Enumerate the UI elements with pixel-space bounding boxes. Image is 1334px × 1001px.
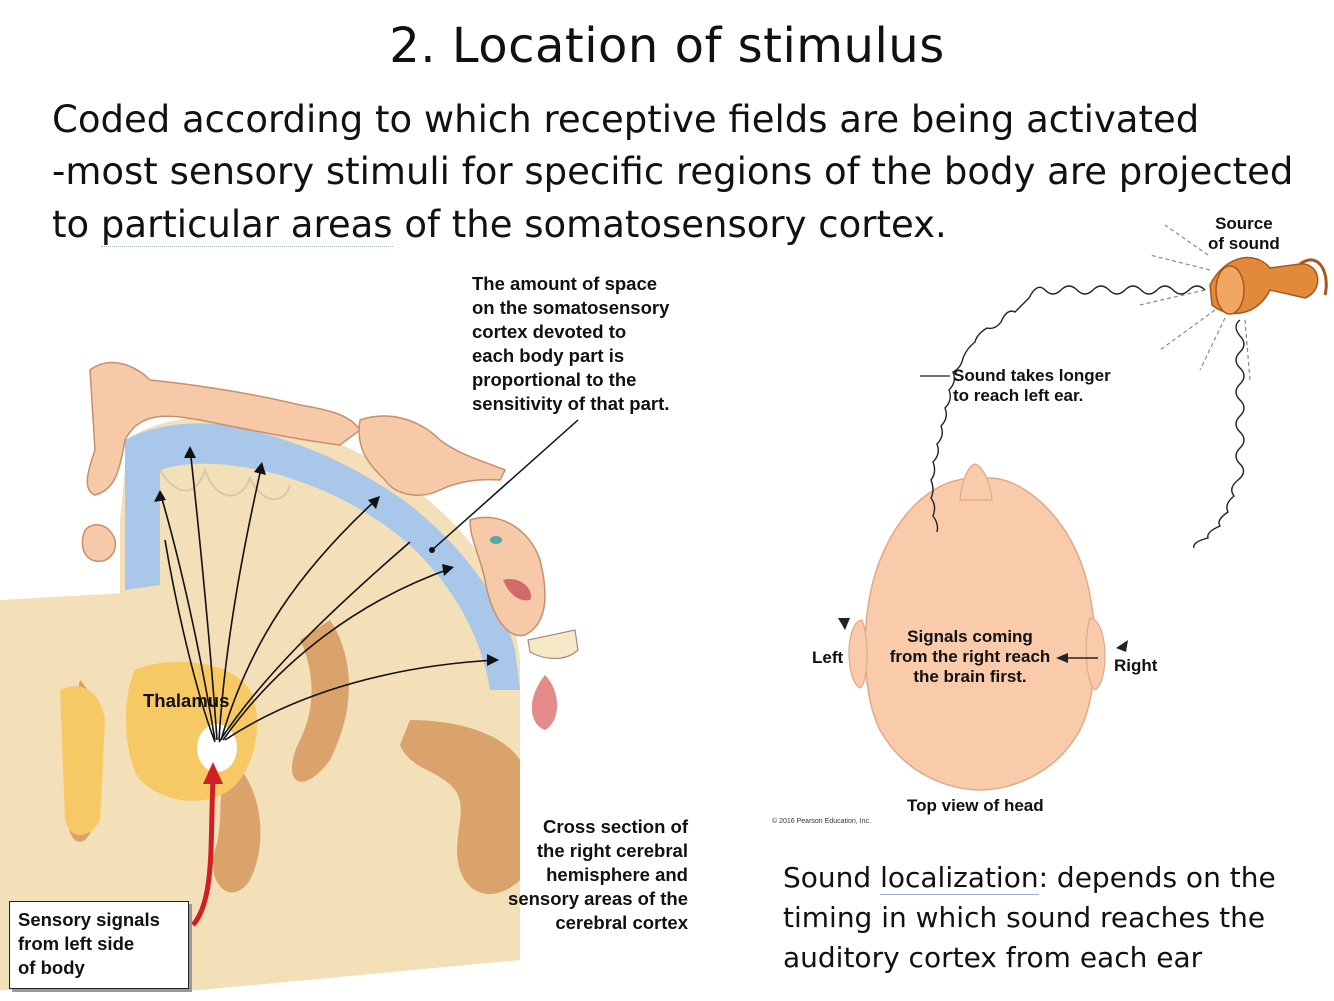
homunculus-tongue bbox=[531, 675, 558, 730]
body-line-2: -most sensory stimuli for specific regio… bbox=[52, 150, 1294, 193]
caption-line-2: timing in which sound reaches the bbox=[783, 901, 1266, 934]
cortex-note-line: on the somatosensory bbox=[472, 296, 669, 320]
sound-path-right bbox=[1193, 319, 1245, 549]
caption-line-3: auditory cortex from each ear bbox=[783, 941, 1203, 974]
brain-fold-2 bbox=[400, 720, 520, 894]
sensory-box-line: from left side bbox=[18, 933, 135, 954]
sound-longer-line: Sound takes longer bbox=[953, 366, 1111, 385]
copyright-note: © 2016 Pearson Education, Inc. bbox=[772, 818, 871, 825]
homunculus-hand bbox=[358, 415, 507, 496]
trumpet-icon bbox=[1209, 256, 1328, 315]
signals-line: the brain first. bbox=[913, 667, 1027, 686]
right-ear-label: Right bbox=[1114, 656, 1158, 675]
body-line-3: to particular areas of the somatosensory… bbox=[52, 203, 947, 247]
cortex-note-span: devoted to bbox=[527, 321, 627, 342]
left-ear bbox=[848, 619, 868, 689]
cross-section-line: sensory areas of the bbox=[508, 888, 688, 909]
cortex-band bbox=[125, 423, 520, 690]
homunculus-face bbox=[469, 516, 546, 637]
cross-section-line: cerebral cortex bbox=[555, 912, 688, 933]
cross-section-label: Cross section of the right cerebral hemi… bbox=[476, 815, 688, 935]
body-line-3-end: of the somatosensory cortex. bbox=[392, 203, 947, 246]
sound-localization-caption: Sound localization: depends on the timin… bbox=[783, 858, 1323, 978]
top-view-label: Top view of head bbox=[907, 796, 1044, 815]
signals-label: Signals coming from the right reach the … bbox=[880, 627, 1060, 687]
cortex-note-line: cortex devoted to bbox=[472, 320, 669, 344]
homunculus-leg bbox=[86, 361, 362, 496]
sensory-box-line: of body bbox=[18, 957, 85, 978]
sound-localization-figure bbox=[838, 224, 1328, 791]
cortex-note-line: proportional to the bbox=[472, 369, 637, 390]
sensory-signals-box: Sensory signals from left side of body bbox=[9, 901, 189, 989]
left-ear-label: Left bbox=[812, 648, 844, 667]
sound-longer-label: Sound takes longer to reach left ear. bbox=[953, 366, 1111, 406]
source-line: Source bbox=[1215, 214, 1273, 233]
homunculus-jaw bbox=[527, 629, 579, 660]
particular-areas-text: particular areas bbox=[100, 203, 393, 247]
nose bbox=[959, 463, 993, 501]
source-line: of sound bbox=[1208, 234, 1280, 253]
sensory-box-line: Sensory signals bbox=[18, 909, 160, 930]
head-top-view bbox=[864, 477, 1096, 791]
slide-title: 2. Location of stimulus bbox=[389, 18, 945, 74]
sound-longer-line: to reach left ear. bbox=[953, 386, 1084, 405]
caption-span: Sound bbox=[783, 861, 881, 894]
thalamus-label: Thalamus bbox=[143, 690, 230, 711]
signals-line: from the right reach bbox=[889, 647, 1051, 666]
caption-line-1: Sound localization: depends on the bbox=[783, 858, 1323, 898]
right-ear bbox=[1085, 617, 1106, 691]
cross-section-line: Cross section of bbox=[543, 816, 688, 837]
localization-term: localization bbox=[880, 861, 1039, 895]
cortex-note-line: each body part is bbox=[472, 345, 625, 366]
signals-line: Signals coming bbox=[907, 627, 1033, 646]
cortex-note: The amount of space on the somatosensory… bbox=[472, 272, 669, 416]
somatosensory-figure bbox=[0, 361, 579, 990]
body-line-1: Coded according to which receptive field… bbox=[52, 98, 1200, 141]
caption-span: : depends on the bbox=[1038, 861, 1276, 894]
cortex-note-bold: cortex bbox=[472, 321, 528, 342]
cortex-note-bold: somatosensory bbox=[532, 297, 670, 318]
cortex-note-span: on the bbox=[472, 297, 533, 318]
body-line-3-start: to bbox=[52, 203, 101, 246]
cross-section-line: the right cerebral bbox=[536, 840, 688, 861]
source-of-sound-label: Source of sound bbox=[1208, 214, 1280, 254]
sound-path-left bbox=[930, 285, 1206, 533]
cortex-note-line: sensitivity of that part. bbox=[472, 393, 670, 414]
cross-section-line: hemisphere and bbox=[546, 864, 688, 885]
cortex-note-line: The amount of space bbox=[472, 273, 658, 294]
brain-fold-1 bbox=[291, 620, 349, 782]
homunculus-genitals bbox=[81, 524, 117, 562]
